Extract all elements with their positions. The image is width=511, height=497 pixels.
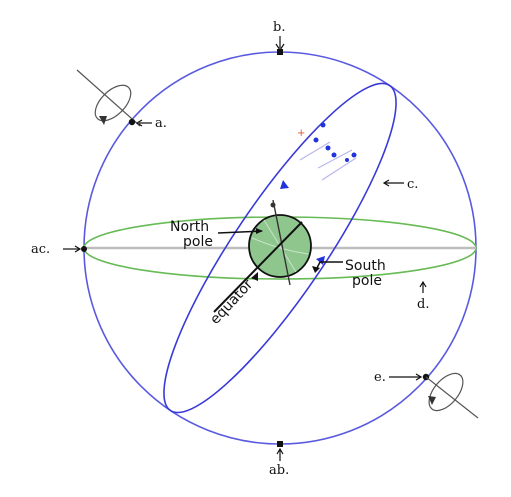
label-e: e. <box>374 370 386 385</box>
point-b: b. <box>273 20 285 55</box>
label-c: c. <box>407 177 418 192</box>
label-ab: ab. <box>269 463 289 478</box>
orbit-dot <box>325 145 331 151</box>
point-ab-marker <box>277 441 283 447</box>
north-pole-arrowhead <box>256 228 263 234</box>
orbit-dot <box>320 122 326 128</box>
orbit-dot <box>331 152 337 158</box>
earth-meridian <box>263 219 297 273</box>
label-a: a. <box>155 116 167 131</box>
point-c: c. <box>382 177 418 192</box>
south-pole-arrowhead <box>312 266 320 273</box>
orbit-ellipse <box>163 82 397 414</box>
earth-latitude <box>251 237 309 255</box>
orbit-dot <box>313 137 319 143</box>
south-pole-pointer <box>315 261 343 271</box>
arrowhead-e <box>415 373 423 381</box>
rotation-axis-icon <box>428 372 464 412</box>
rotation-axis-e <box>425 376 479 419</box>
north-pole-label-line1: North <box>170 219 209 235</box>
north-pole-callout: North pole <box>170 219 263 250</box>
earth-north-pole-dot <box>270 202 276 208</box>
orbit-trail <box>321 157 357 181</box>
rotation-axis-a <box>76 69 141 127</box>
point-ac-marker <box>81 246 87 252</box>
orbit-trail <box>317 149 353 169</box>
rotation-arrowhead-a <box>99 116 107 125</box>
point-a-marker <box>128 118 136 126</box>
equator-label: equator <box>207 277 256 328</box>
rotation-arrowhead-e <box>428 396 436 405</box>
point-ac: ac. <box>31 242 87 257</box>
equator-arrowhead <box>251 272 258 281</box>
arrowhead-d <box>419 280 427 288</box>
orbit-arrow-up <box>280 180 289 189</box>
label-d: d. <box>417 297 429 312</box>
orbit-motion-marks: + <box>280 122 357 265</box>
arrowhead-a <box>135 119 143 127</box>
point-a: a. <box>76 69 167 131</box>
earth <box>213 199 312 313</box>
point-ab: ab. <box>269 441 289 478</box>
arrowhead-c <box>382 179 390 187</box>
orbit-dot <box>351 152 357 158</box>
south-pole-label-line1: South <box>345 258 386 274</box>
label-ac: ac. <box>31 242 50 257</box>
north-pole-pointer <box>217 230 263 234</box>
north-pole-label-line2: pole <box>183 234 213 250</box>
point-d: d. <box>417 280 429 312</box>
orbit-arrow-down <box>316 256 325 265</box>
south-pole-label-line2: pole <box>352 273 382 289</box>
orbit-trail <box>299 141 331 161</box>
label-b: b. <box>273 20 285 35</box>
orbit-dot <box>345 158 349 162</box>
arrowhead-ab <box>276 447 284 455</box>
equator-callout: equator <box>207 272 258 328</box>
red-mark: + <box>297 128 305 139</box>
earth-equator-line <box>213 221 303 313</box>
point-e: e. <box>374 370 479 419</box>
south-pole-callout: South pole <box>312 258 386 289</box>
point-b-marker <box>277 49 283 55</box>
rotation-axis-icon <box>94 84 132 122</box>
arrowhead-ac <box>74 245 82 253</box>
